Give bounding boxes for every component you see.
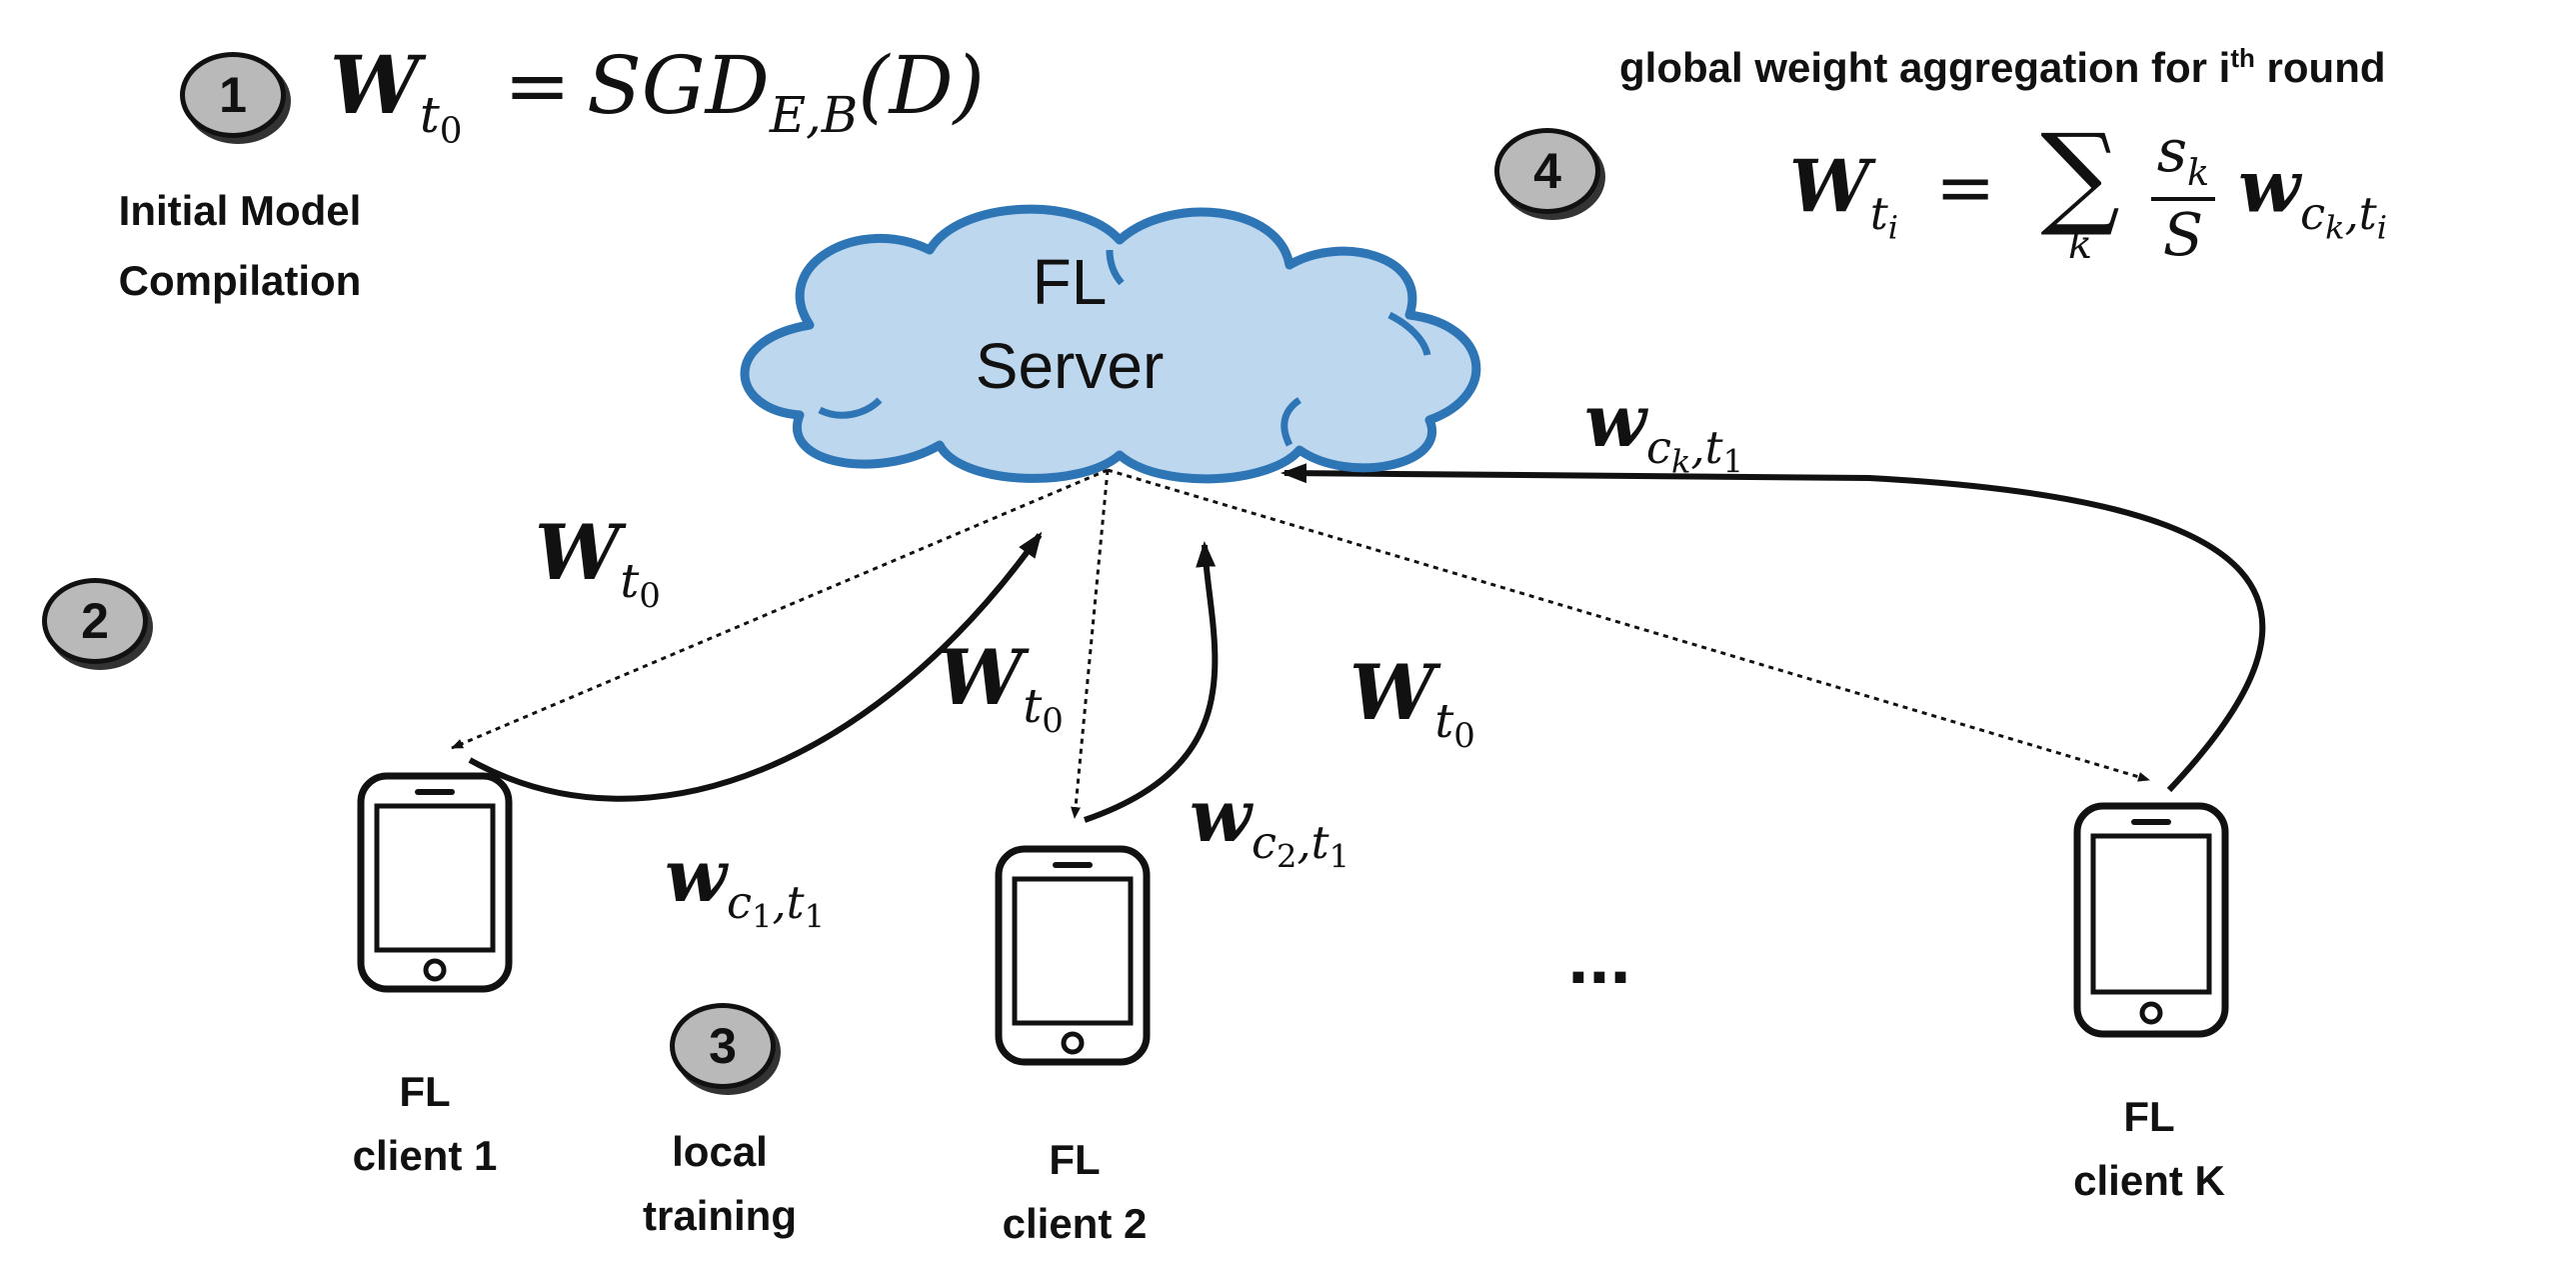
formula-symbol: S (2162, 200, 2204, 270)
client-label: FL client 1 (305, 1060, 545, 1188)
sum-operator: ∑k (2040, 110, 2120, 268)
formula-symbol: k (2325, 208, 2345, 247)
server-label: FL Server (900, 240, 1240, 408)
smartphone-icon (995, 845, 1151, 1066)
clientk-weight-label: wck,t1 (1584, 378, 1744, 481)
aggregation-title-suffix: round (2254, 44, 2386, 91)
upload-arrow-client2 (1084, 541, 1219, 823)
formula-symbol: t (1023, 678, 1043, 734)
client2-weight-label: wc2,t1 (1190, 773, 1350, 876)
aggregation-title: global weight aggregation for ith round (1619, 30, 2559, 96)
formula-symbol: W (1789, 143, 1870, 229)
formula-symbol: 0 (639, 576, 661, 616)
formula-symbol: 1 (1722, 442, 1744, 481)
formula-symbol: t (1704, 421, 1723, 474)
upload-arrow-client1 (468, 531, 1043, 802)
client-label-line1: FL (1049, 1136, 1101, 1183)
formula-symbol: k (2068, 221, 2093, 268)
smartphone-icon (2073, 802, 2229, 1038)
broadcast-weight-label: Wt0 (938, 640, 1064, 738)
aggregation-title-sup: th (2230, 43, 2255, 73)
initial-model-formula: Wt0 =SGDE,B(D) (330, 45, 985, 149)
ellipsis: ... (1567, 915, 1631, 1000)
formula-symbol: (D) (858, 39, 985, 132)
initial-model-label: Initial Model Compilation (70, 176, 410, 316)
formula-symbol: 1 (1328, 837, 1350, 876)
formula-symbol: c (2300, 187, 2326, 240)
upload-arrow-clientk (1281, 463, 2266, 793)
formula-symbol: k (2187, 150, 2210, 194)
formula-symbol: t (786, 876, 805, 929)
smartphone-icon (357, 772, 513, 993)
formula-symbol: 1 (804, 897, 826, 936)
broadcast-weight-label: Wt0 (1349, 655, 1475, 753)
formula-symbol: t (1434, 693, 1454, 749)
step-badge-3: 3 (670, 1003, 776, 1089)
broadcast-arrow-clientk (1107, 468, 2150, 782)
formula-symbol: c (726, 876, 752, 929)
formula-symbol: 0 (439, 110, 463, 152)
formula-symbol: t (1869, 187, 1888, 240)
formula-symbol: SGD (586, 39, 770, 132)
formula-symbol: 2 (1276, 837, 1297, 876)
formula-symbol: t (1310, 816, 1329, 869)
initial-model-line1: Initial Model (118, 187, 362, 234)
formula-symbol: k (1670, 442, 1691, 481)
formula-symbol: 0 (1453, 716, 1475, 756)
formula-symbol: s (2156, 115, 2188, 185)
broadcast-weight-label: Wt0 (535, 515, 661, 613)
formula-symbol: i (2376, 208, 2387, 247)
client1-weight-label: wc1,t1 (665, 833, 826, 936)
local-training-line2: training (643, 1192, 797, 1239)
broadcast-arrow-client2 (1071, 469, 1110, 819)
formula-symbol: W (938, 633, 1024, 722)
client-label-line1: FL (2123, 1093, 2175, 1140)
client-label-line2: client K (2073, 1157, 2225, 1204)
formula-symbol: W (330, 38, 420, 132)
server-cloud-icon (740, 204, 1481, 484)
formula-symbol: W (1349, 648, 1435, 737)
formula-symbol: i (1887, 208, 1899, 247)
client-label-line1: FL (399, 1068, 451, 1115)
local-training-label: local training (610, 1120, 830, 1248)
step-badge-4: 4 (1494, 128, 1600, 214)
formula-symbol: 0 (1042, 701, 1064, 741)
formula-symbol: w (665, 833, 727, 918)
formula-symbol: 1 (751, 897, 773, 936)
formula-symbol: c (1645, 421, 1671, 474)
formula-symbol: t (620, 553, 640, 609)
server-label-line1: FL (1032, 246, 1108, 318)
client-label: FL client 2 (955, 1128, 1195, 1256)
step-badge-2: 2 (42, 578, 148, 664)
step-badge-1: 1 (180, 52, 286, 138)
formula-symbol: c (1251, 816, 1277, 869)
formula-symbol: t (419, 85, 440, 144)
formula-symbol: w (1190, 773, 1252, 858)
formula-symbol: E,B (769, 85, 859, 144)
formula-symbol: W (535, 508, 621, 597)
client-label-line2: client 2 (1002, 1200, 1148, 1247)
server-label-line2: Server (975, 330, 1165, 402)
client-label-line2: client 1 (352, 1132, 498, 1179)
formula-symbol: = (1934, 144, 1996, 229)
aggregation-title-text: global weight aggregation for i (1619, 44, 2231, 91)
formula-symbol: t (2358, 187, 2377, 240)
formula-symbol: w (2238, 143, 2301, 229)
formula-symbol: = (503, 39, 571, 132)
broadcast-arrow-client1 (451, 468, 1109, 750)
local-training-line1: local (672, 1128, 768, 1175)
initial-model-line2: Compilation (118, 257, 362, 304)
client-label: FL client K (2029, 1085, 2269, 1213)
formula-symbol: w (1584, 378, 1646, 463)
